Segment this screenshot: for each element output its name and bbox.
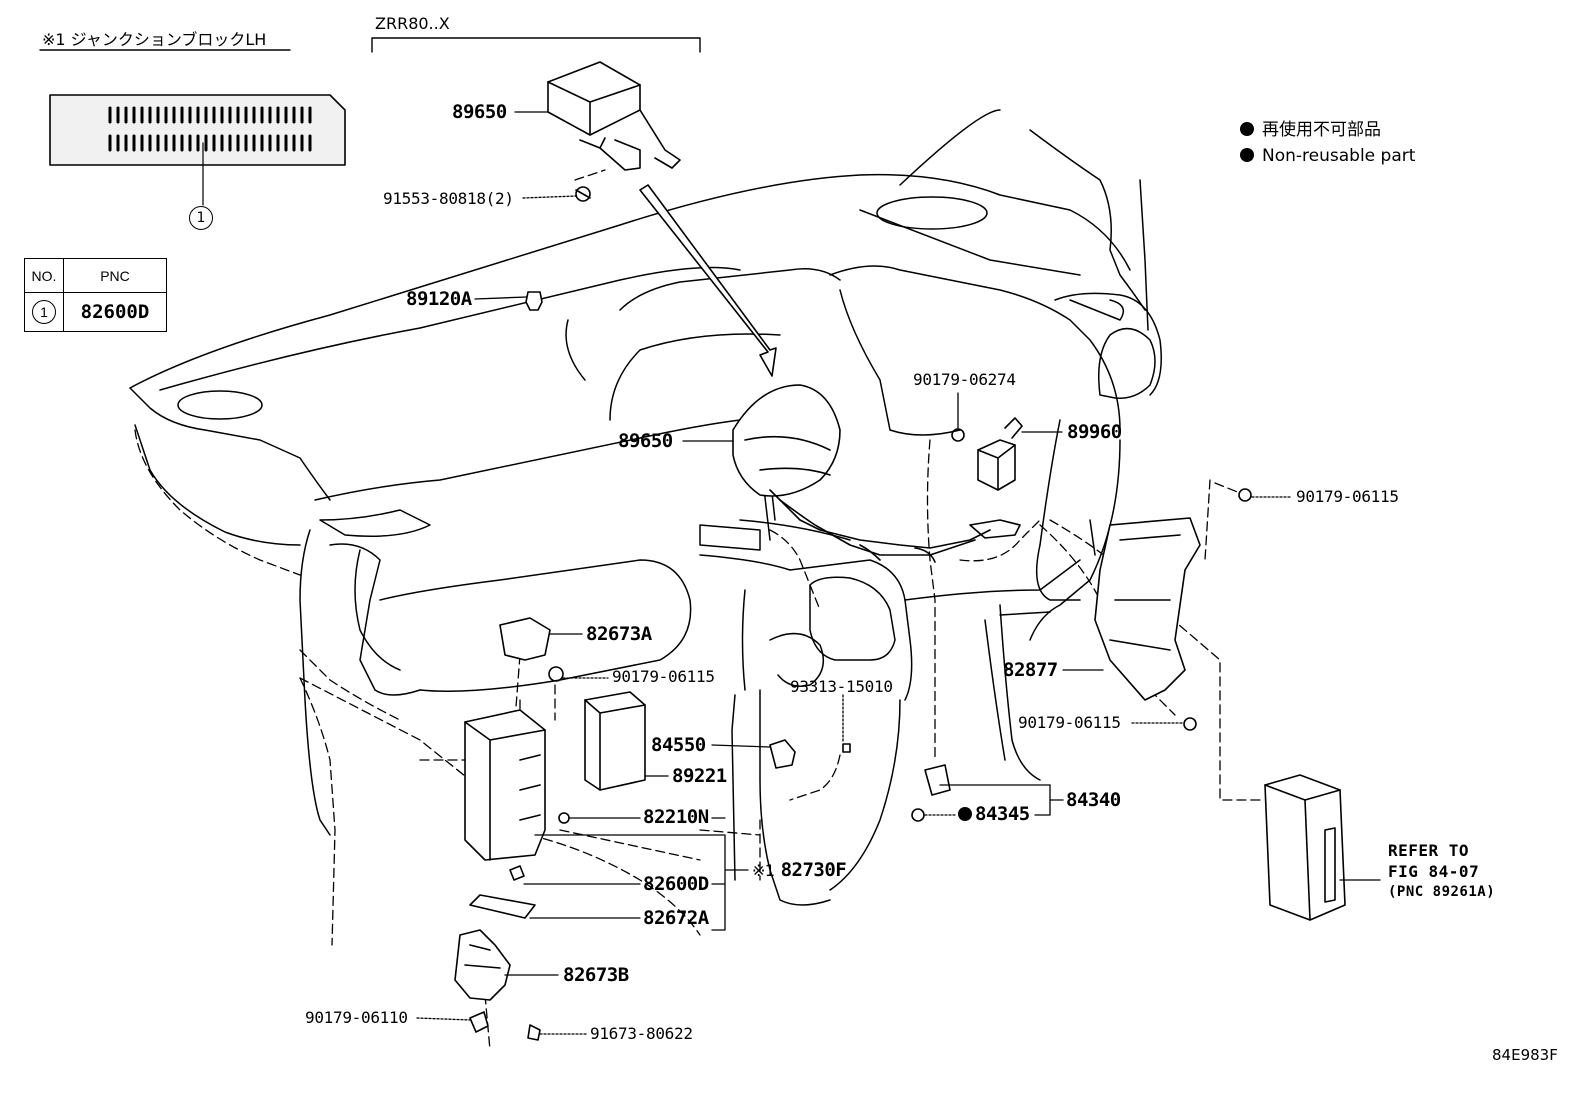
part-84550-shape xyxy=(769,739,796,769)
part-82877-shape xyxy=(1094,517,1201,701)
part-label-89221[interactable]: 89221 xyxy=(672,765,727,787)
part-89221-shape xyxy=(584,691,646,791)
legend-en: Non-reusable part xyxy=(1240,148,1415,165)
part-label-82210N[interactable]: 82210N xyxy=(643,806,709,828)
leader-lines xyxy=(416,111,1381,1035)
figure-id: 84E983F xyxy=(1492,1046,1558,1064)
part-label-90179-06115-right[interactable]: 90179-06115 xyxy=(1296,487,1399,506)
fasteners xyxy=(469,186,1252,1041)
hidden-lines xyxy=(134,169,1261,1051)
part-label-90179-06115-mid[interactable]: 90179-06115 xyxy=(1018,713,1121,732)
pnc-table-row-no: 1 xyxy=(24,292,64,332)
junction-block-callout: 1 xyxy=(189,206,213,230)
part-82673A-shape xyxy=(499,617,551,661)
part-label-84340[interactable]: 84340 xyxy=(1066,789,1121,811)
part-89650-assembly-shape xyxy=(732,384,1021,563)
dashboard-outline xyxy=(129,109,1162,906)
non-reusable-bullet-icon xyxy=(1240,122,1254,136)
pnc-table-header-pnc: PNC xyxy=(63,258,167,293)
assembly-arrow xyxy=(639,184,777,377)
part-label-82600D[interactable]: 82600D xyxy=(643,873,709,895)
pnc-table-row-pnc: 82600D xyxy=(63,292,167,332)
part-89650-upper-shape xyxy=(547,61,681,171)
part-label-90179-06110[interactable]: 90179-06110 xyxy=(305,1008,408,1027)
part-84340-shape xyxy=(911,764,951,822)
part-label-84550[interactable]: 84550 xyxy=(651,734,706,756)
part-82673B-shape xyxy=(454,929,511,1001)
part-label-91673-80622[interactable]: 91673-80622 xyxy=(590,1024,693,1043)
part-label-82673B[interactable]: 82673B xyxy=(563,964,629,986)
refer-line-2[interactable]: FIG 84-07 xyxy=(1388,862,1480,881)
model-code: ZRR80..X xyxy=(375,14,450,33)
part-label-90179-06115-left[interactable]: 90179-06115 xyxy=(612,667,715,686)
refer-line-1: REFER TO xyxy=(1388,841,1470,860)
part-label-90179-06274[interactable]: 90179-06274 xyxy=(913,370,1016,389)
part-label-89960[interactable]: 89960 xyxy=(1067,421,1122,443)
legend-jp: 再使用不可部品 xyxy=(1240,122,1381,139)
part-label-89120A[interactable]: 89120A xyxy=(406,288,472,310)
pnc-table-header-no: NO. xyxy=(24,258,64,293)
pnc-table: NO. PNC 1 82600D xyxy=(24,258,167,332)
model-bracket xyxy=(371,37,701,53)
part-label-89650-upper[interactable]: 89650 xyxy=(452,101,507,123)
part-label-82673A[interactable]: 82673A xyxy=(586,623,652,645)
non-reusable-bullet-icon xyxy=(1240,148,1254,162)
part-label-93313-15010[interactable]: 93313-15010 xyxy=(790,677,893,696)
part-label-82877[interactable]: 82877 xyxy=(1003,659,1058,681)
part-label-84345[interactable]: 84345 xyxy=(958,805,1030,824)
ecu-refer-shape xyxy=(1264,774,1346,921)
junction-block-title: ※1 ジャンクションブロックLH xyxy=(42,30,267,49)
refer-line-3: (PNC 89261A) xyxy=(1388,884,1496,900)
non-reusable-bullet-icon xyxy=(958,807,972,821)
part-82730F-shape xyxy=(464,709,546,861)
part-label-82672A[interactable]: 82672A xyxy=(643,907,709,929)
part-label-91553-80818[interactable]: 91553-80818(2) xyxy=(383,189,514,208)
part-label-89650-mid[interactable]: 89650 xyxy=(618,430,673,452)
part-82672A-shape xyxy=(469,894,536,919)
part-89960-shape xyxy=(977,417,1023,491)
junction-block-illustration xyxy=(39,49,346,206)
